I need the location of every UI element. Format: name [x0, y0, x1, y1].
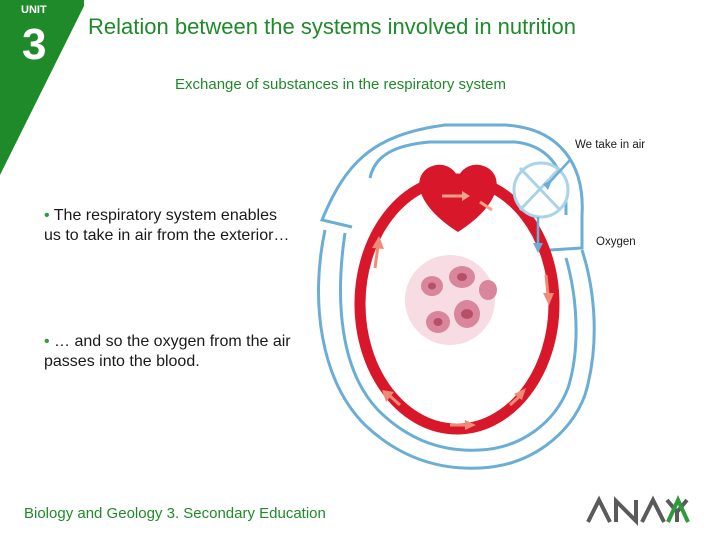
unit-banner	[0, 0, 84, 175]
bullet-2: • … and so the oxygen from the air passe…	[44, 332, 294, 371]
unit-label: UNIT	[21, 4, 47, 16]
footer-text: Biology and Geology 3. Secondary Educati…	[24, 505, 326, 522]
unit-number: 3	[22, 20, 47, 69]
bullet-1: • The respiratory system enables us to t…	[44, 206, 294, 245]
page-subtitle: Exchange of substances in the respirator…	[175, 76, 506, 93]
air-in-arrow	[547, 159, 571, 185]
label-oxygen: Oxygen	[596, 236, 636, 248]
outer-circuit-body	[317, 229, 596, 470]
bullet-dot: •	[44, 207, 54, 224]
inner-circuit-body	[339, 232, 578, 452]
heart-icon	[419, 164, 497, 232]
red-blood-cells	[421, 266, 497, 333]
bullet-text-1: The respiratory system enables us to tak…	[44, 207, 290, 244]
blood-flow-arrows	[372, 236, 554, 430]
heart-arrow-2	[479, 200, 493, 212]
bullet-dot: •	[44, 333, 55, 350]
outer-circuit-left	[319, 123, 584, 252]
page-title: Relation between the systems involved in…	[88, 14, 576, 39]
bullet-text-2: … and so the oxygen from the air passes …	[44, 333, 291, 370]
label-take-in-air: We take in air	[575, 139, 646, 151]
